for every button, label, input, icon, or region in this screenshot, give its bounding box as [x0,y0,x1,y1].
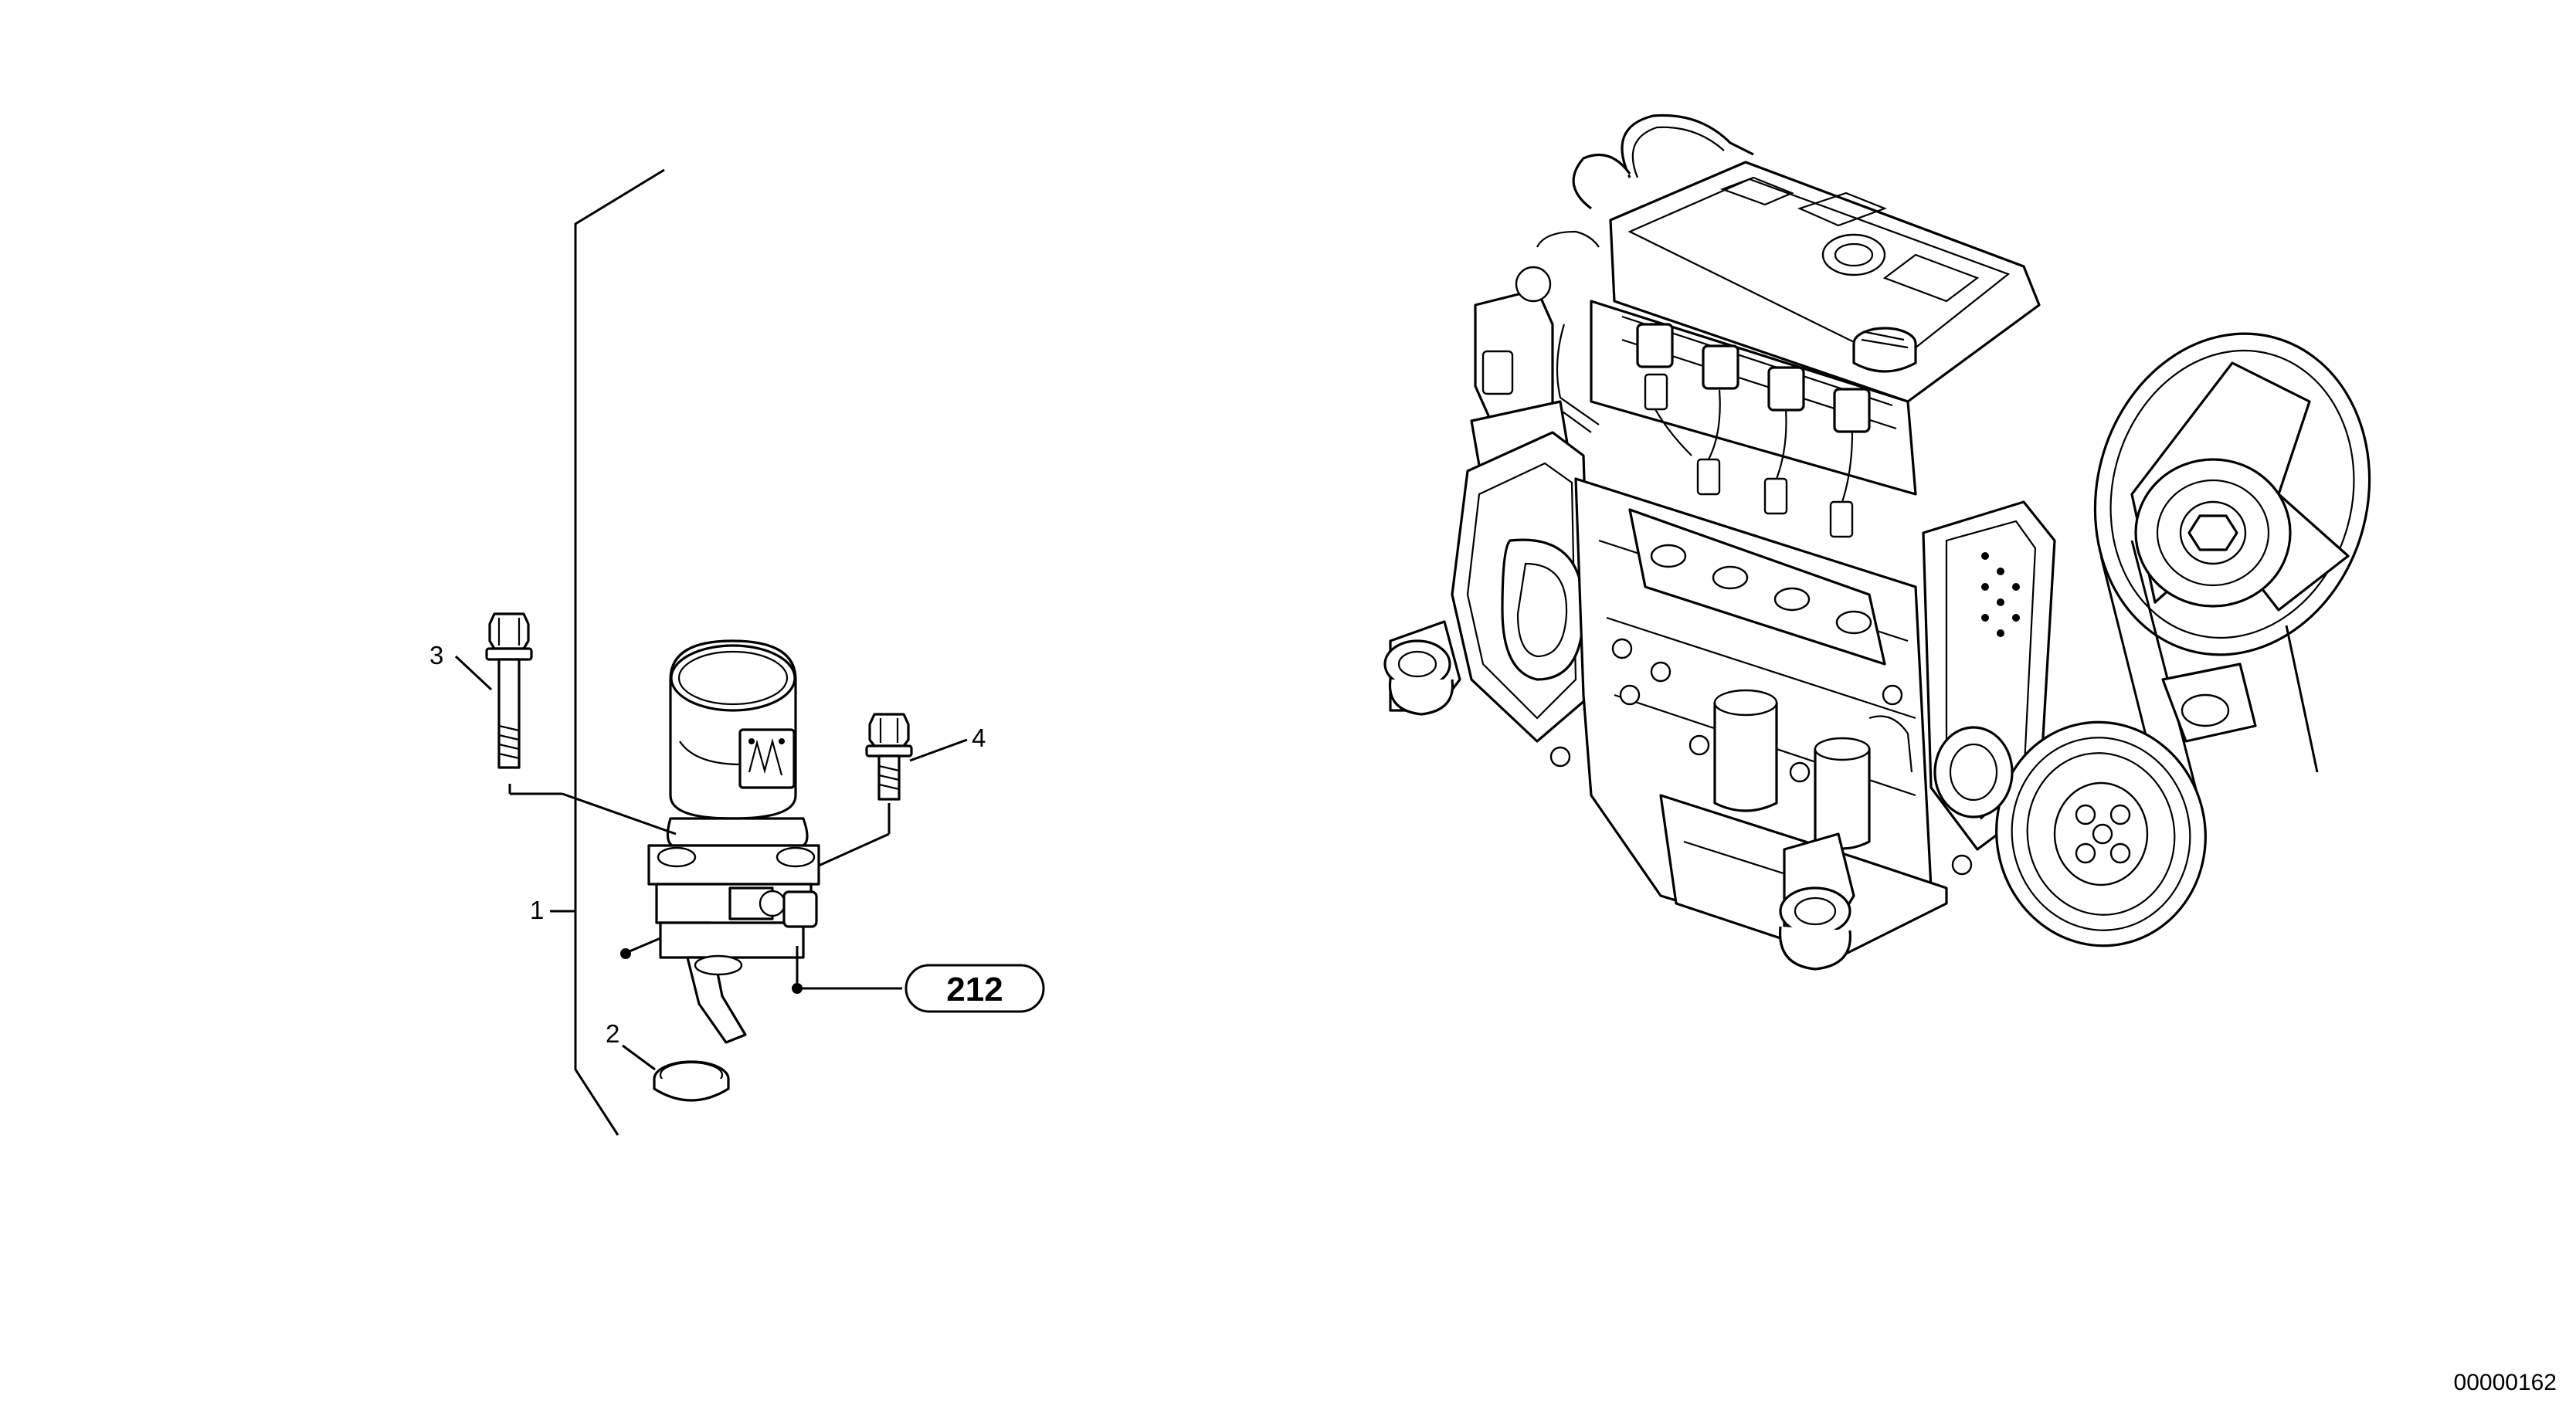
small-pulley [1933,726,2014,819]
fuel-filter [620,639,902,1044]
fan-pulley [2093,332,2371,656]
reference-label: 212 [946,971,1003,1008]
filter-assembly-group: 3 4 1 2 212 [429,168,1045,1136]
callout-3: 3 [429,641,443,669]
callout-4: 4 [972,724,986,752]
callout-2: 2 [606,1019,619,1048]
callout-1: 1 [530,896,544,924]
long-bolt [485,612,562,795]
seal-ring [653,1060,730,1102]
injectors [1636,323,1871,538]
assembly-bracket [550,168,665,1136]
reference-badge: 212 [904,964,1045,1013]
bracket-dots [1981,552,2020,637]
drawing-number: 00000162 [2454,1370,2557,1395]
engine-illustration [1383,114,2371,971]
crank-pulley [1995,720,2207,947]
